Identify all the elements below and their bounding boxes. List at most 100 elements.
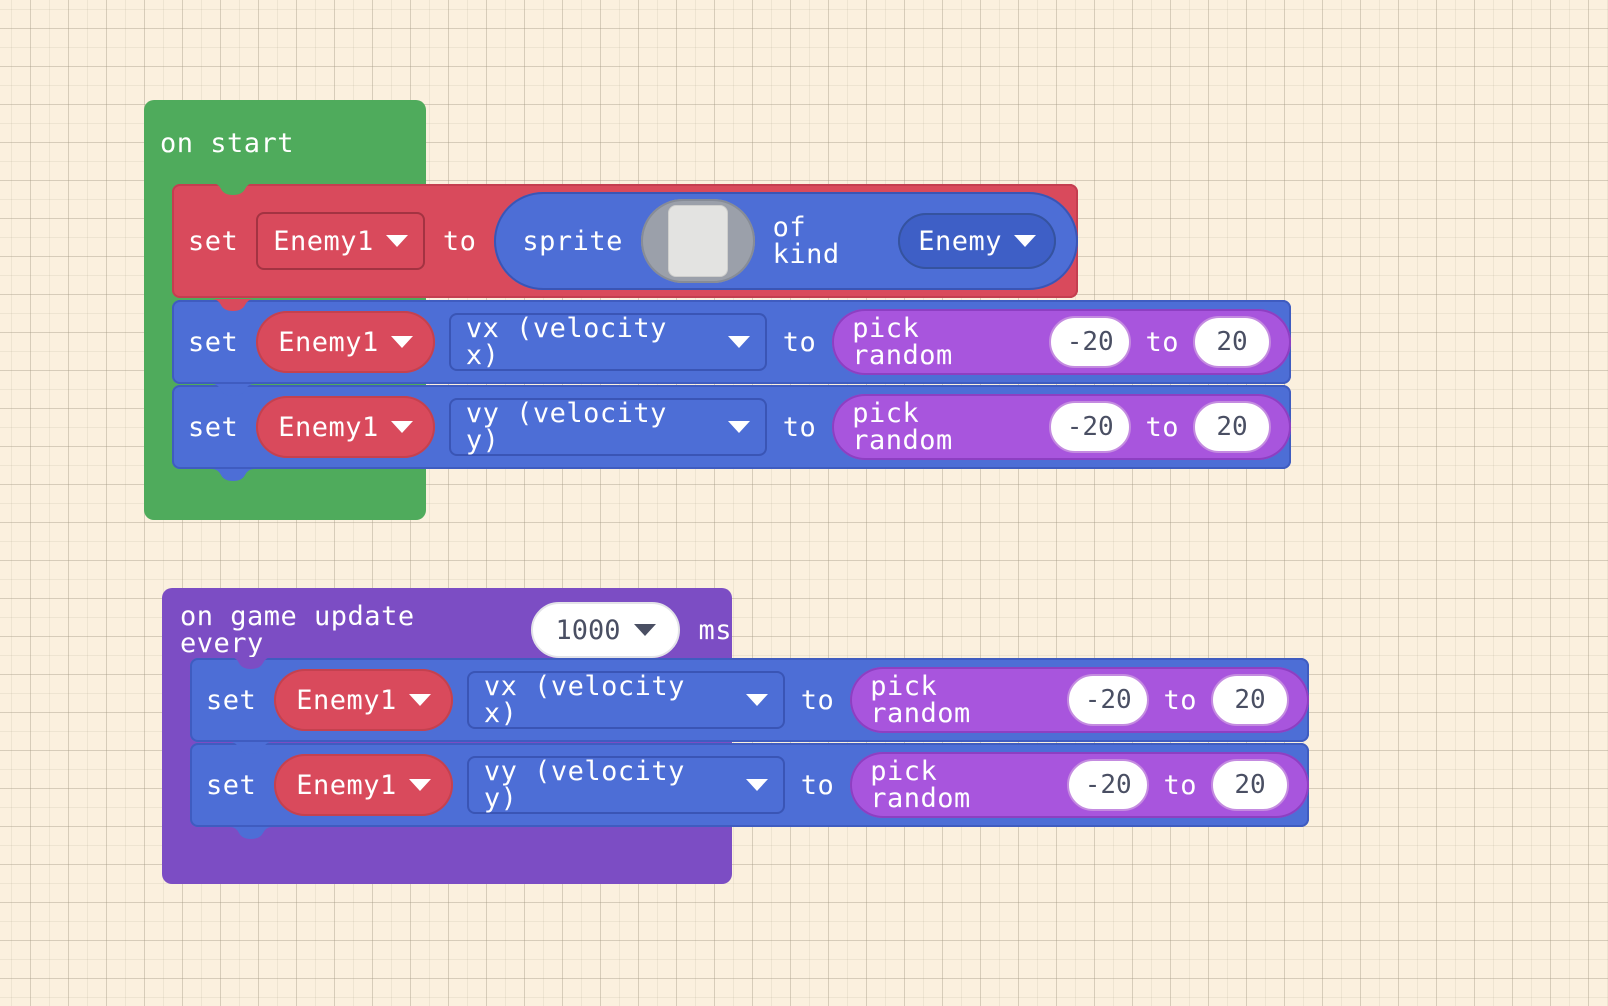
block-notch-top [220, 742, 282, 755]
pick-random-max-value: 20 [1216, 327, 1248, 357]
set-label: set [206, 769, 257, 801]
sprite-label: sprite [522, 225, 623, 257]
property-dropdown-vy[interactable]: vy (velocity y) [448, 398, 767, 456]
pick-random-label: pick random [870, 756, 971, 814]
pick-random-reporter[interactable]: pick random -20 to 20 [832, 394, 1291, 460]
variable-dropdown-label: Enemy1 [273, 225, 374, 257]
notch-shape-icon [202, 183, 264, 195]
pick-random-label: pick random [852, 313, 953, 371]
chevron-down-icon [727, 421, 750, 433]
notch-shape-icon [202, 469, 264, 481]
chevron-down-icon [745, 779, 768, 791]
set-sprite-vy-block[interactable]: set Enemy1 vy (velocity y) to pick rando… [190, 742, 1309, 839]
kind-dropdown-enemy[interactable]: Enemy [898, 213, 1056, 269]
chevron-down-icon [745, 694, 768, 706]
variable-reporter-label: Enemy1 [296, 684, 397, 716]
pick-random-min-value: -20 [1066, 327, 1114, 357]
pick-random-to-label: to [1145, 326, 1179, 358]
to-label: to [442, 225, 477, 257]
property-dropdown-label: vy (velocity y) [483, 756, 685, 814]
property-dropdown-label: vy (velocity y) [465, 398, 667, 456]
on-start-header: on start [144, 100, 426, 186]
to-label: to [800, 684, 835, 716]
pick-random-reporter[interactable]: pick random -20 to 20 [832, 309, 1291, 375]
chevron-down-icon [390, 421, 413, 433]
pick-random-to-label: to [1163, 684, 1197, 716]
pick-random-to-label: to [1163, 769, 1197, 801]
variable-reporter-enemy1[interactable]: Enemy1 [256, 396, 435, 458]
pick-random-min-input[interactable]: -20 [1066, 674, 1150, 726]
to-label: to [800, 769, 835, 801]
create-sprite-reporter[interactable]: sprite of kind Enemy [494, 192, 1078, 290]
block-notch-top [202, 384, 264, 397]
pick-random-min-value: -20 [1084, 770, 1132, 800]
notch-shape-icon [220, 827, 282, 839]
on-start-label: on start [160, 127, 295, 159]
pick-random-reporter[interactable]: pick random -20 to 20 [850, 752, 1309, 818]
pick-random-min-input[interactable]: -20 [1066, 759, 1150, 811]
interval-value: 1000 [555, 614, 621, 646]
pick-random-max-value: 20 [1234, 770, 1266, 800]
to-label: to [782, 326, 817, 358]
to-label: to [782, 411, 817, 443]
pick-random-max-input[interactable]: 20 [1211, 674, 1289, 726]
chevron-down-icon [634, 624, 657, 636]
pick-random-max-value: 20 [1234, 685, 1266, 715]
set-sprite-vx-block[interactable]: set Enemy1 vx (velocity x) to pick rando… [172, 299, 1291, 384]
chevron-down-icon [390, 336, 413, 348]
block-notch-top [220, 657, 282, 670]
property-dropdown-label: vx (velocity x) [465, 313, 667, 371]
notch-shape-icon [220, 742, 282, 754]
pick-random-max-input[interactable]: 20 [1211, 759, 1289, 811]
set-sprite-vy-block[interactable]: set Enemy1 vy (velocity y) to pick rando… [172, 384, 1291, 481]
property-dropdown-vy[interactable]: vy (velocity y) [466, 756, 785, 814]
pick-random-max-input[interactable]: 20 [1193, 401, 1271, 453]
of-kind-label: of kind [772, 212, 840, 270]
pick-random-min-input[interactable]: -20 [1048, 316, 1132, 368]
set-variable-to-sprite-block[interactable]: set Enemy1 to sprite of kind Enemy [172, 183, 1078, 298]
sprite-image-field[interactable] [640, 199, 755, 283]
set-label: set [206, 684, 257, 716]
property-dropdown-vx[interactable]: vx (velocity x) [466, 671, 785, 729]
property-dropdown-vx[interactable]: vx (velocity x) [448, 313, 767, 371]
chevron-down-icon [408, 694, 431, 706]
pick-random-max-input[interactable]: 20 [1193, 316, 1271, 368]
pick-random-to-label: to [1145, 411, 1179, 443]
variable-reporter-label: Enemy1 [278, 411, 379, 443]
chevron-down-icon [1014, 235, 1036, 247]
variable-reporter-enemy1[interactable]: Enemy1 [274, 669, 453, 731]
block-notch-bottom [220, 827, 282, 840]
kind-dropdown-label: Enemy [918, 225, 1002, 257]
variable-reporter-label: Enemy1 [278, 326, 379, 358]
sprite-image-placeholder-icon [667, 205, 728, 277]
set-label: set [188, 225, 239, 257]
variable-reporter-enemy1[interactable]: Enemy1 [256, 311, 435, 373]
property-dropdown-label: vx (velocity x) [483, 671, 685, 729]
pick-random-max-value: 20 [1216, 412, 1248, 442]
pick-random-min-value: -20 [1084, 685, 1132, 715]
on-game-update-suffix-label: ms [698, 614, 732, 646]
pick-random-min-input[interactable]: -20 [1048, 401, 1132, 453]
interval-dropdown[interactable]: 1000 [531, 602, 681, 658]
set-label: set [188, 326, 239, 358]
chevron-down-icon [385, 235, 408, 247]
chevron-down-icon [408, 779, 431, 791]
block-notch-top [202, 183, 264, 196]
variable-dropdown-enemy1[interactable]: Enemy1 [256, 212, 425, 270]
pick-random-label: pick random [870, 671, 971, 729]
on-game-update-header: on game update every 1000 ms [162, 588, 732, 672]
variable-reporter-enemy1[interactable]: Enemy1 [274, 754, 453, 816]
pick-random-min-value: -20 [1066, 412, 1114, 442]
block-notch-bottom [202, 469, 264, 482]
notch-shape-icon [202, 299, 264, 311]
set-label: set [188, 411, 239, 443]
variable-reporter-label: Enemy1 [296, 769, 397, 801]
block-notch-top [202, 299, 264, 312]
set-sprite-vx-block[interactable]: set Enemy1 vx (velocity x) to pick rando… [190, 657, 1309, 742]
notch-shape-icon [220, 657, 282, 669]
notch-shape-icon [202, 384, 264, 396]
pick-random-reporter[interactable]: pick random -20 to 20 [850, 667, 1309, 733]
pick-random-label: pick random [852, 398, 953, 456]
on-game-update-prefix-label: on game update every [180, 601, 415, 659]
